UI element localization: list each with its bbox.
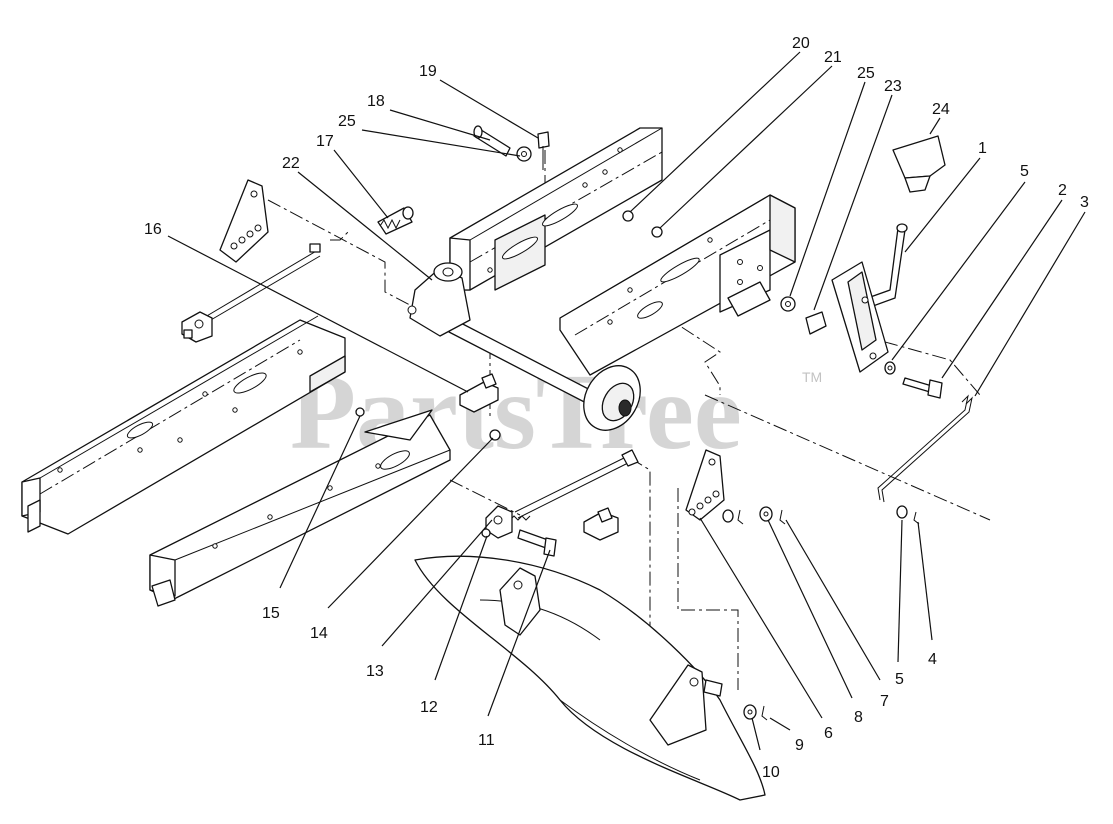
spring-and-bolts <box>377 125 663 238</box>
callout-5-lower: 5 <box>895 671 904 688</box>
callout-15: 15 <box>262 605 280 622</box>
callout-21: 21 <box>824 49 842 66</box>
callout-23: 23 <box>884 78 902 95</box>
lower-link-assembly <box>481 449 639 557</box>
callout-25: 25 <box>857 65 875 82</box>
mower-deck <box>414 555 768 801</box>
callout-2: 2 <box>1058 182 1067 199</box>
callout-16: 16 <box>144 221 162 238</box>
callout-3: 3 <box>1080 194 1089 211</box>
callout-5: 5 <box>1020 163 1029 180</box>
callout-24: 24 <box>932 101 950 118</box>
callout-1: 1 <box>978 140 987 157</box>
callout-11: 11 <box>478 732 495 749</box>
clip-bracket <box>355 373 501 441</box>
callout-labels: 20 21 25 23 24 19 18 25 17 22 1 5 2 3 16… <box>144 35 1089 781</box>
right-frame-rail <box>559 194 796 376</box>
trademark-mark: TM <box>802 369 822 385</box>
callout-12: 12 <box>420 699 438 716</box>
bolt-and-washer <box>884 361 943 399</box>
left-pivot-plate <box>181 179 321 343</box>
callout-19: 19 <box>419 63 437 80</box>
callout-14: 14 <box>310 625 328 642</box>
callout-6: 6 <box>824 725 833 742</box>
center-clip <box>583 507 619 541</box>
callout-4: 4 <box>928 651 937 668</box>
callout-7: 7 <box>880 693 889 710</box>
callout-25-upper: 25 <box>338 113 356 130</box>
cross-shaft-assembly <box>407 262 641 431</box>
callout-10: 10 <box>762 764 780 781</box>
inner-frame-rail <box>149 409 451 607</box>
callout-9: 9 <box>795 737 804 754</box>
lower-pivot-plate <box>685 449 786 525</box>
shift-lever <box>780 135 946 373</box>
link-rod-right <box>877 394 973 525</box>
callout-17: 17 <box>316 133 334 150</box>
left-frame-rail <box>21 315 346 535</box>
callout-22: 22 <box>282 155 300 172</box>
leader-lines <box>167 51 1086 751</box>
callout-18: 18 <box>367 93 385 110</box>
callout-20: 20 <box>792 35 810 52</box>
callout-8: 8 <box>854 709 863 726</box>
callout-13: 13 <box>366 663 384 680</box>
upper-channel-rail <box>449 127 663 291</box>
